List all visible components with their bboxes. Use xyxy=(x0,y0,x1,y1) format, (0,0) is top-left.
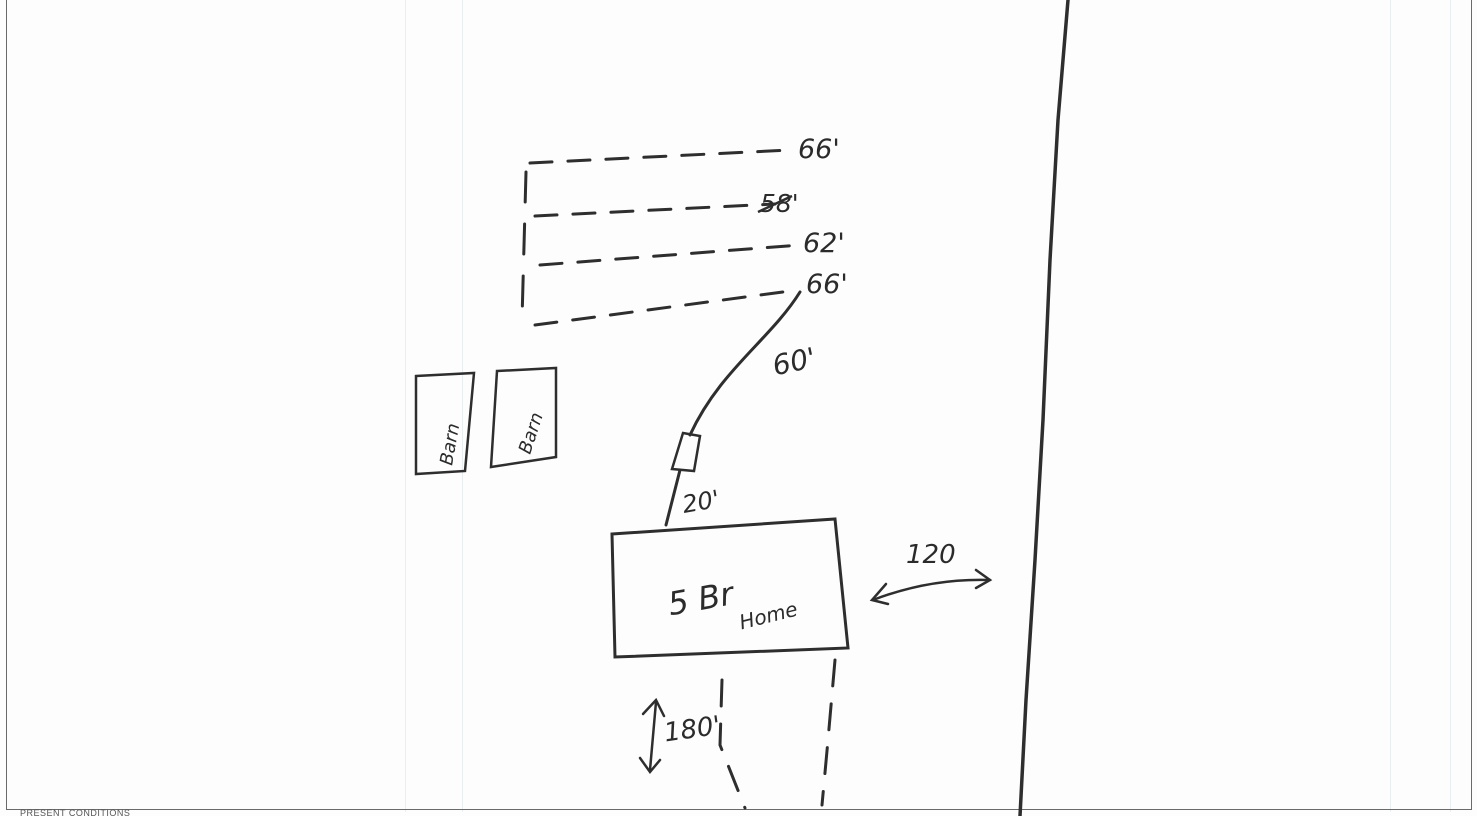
pipe-20 xyxy=(664,468,682,527)
arrow-180-head-down xyxy=(638,756,662,775)
label-home-word: Home xyxy=(737,597,800,635)
scan-guide-line xyxy=(1450,0,1451,812)
arrow-120-line xyxy=(871,578,992,602)
septic-box xyxy=(670,431,702,473)
arrow-180-head-up xyxy=(641,697,666,718)
pipe-60 xyxy=(688,290,802,437)
label-barn-1: Barn xyxy=(436,422,464,467)
arrow-120-head-right xyxy=(974,568,993,590)
scan-guide-line xyxy=(462,0,463,812)
label-pipe-20: 20' xyxy=(680,485,721,519)
leach-line-3 xyxy=(538,243,802,267)
barn-2-outline xyxy=(489,366,558,469)
label-side-distance: 120 xyxy=(906,540,956,570)
driveway-left xyxy=(718,678,747,810)
strike-mark xyxy=(757,194,793,214)
barn-1-outline xyxy=(414,371,476,476)
drawing-border xyxy=(6,0,1472,810)
arrow-120-head-left xyxy=(869,582,890,606)
label-row3: 62' xyxy=(803,228,845,259)
house-outline xyxy=(610,517,850,659)
leach-side xyxy=(520,170,528,322)
footer-caption: PRESENT CONDITIONS xyxy=(20,808,131,816)
label-down-distance: 180' xyxy=(662,711,722,749)
leach-line-2 xyxy=(533,202,777,218)
arrow-180-line xyxy=(648,700,658,772)
label-pipe-60: 60' xyxy=(769,341,818,382)
driveway-right xyxy=(820,658,837,807)
road-line xyxy=(1018,0,1070,816)
scan-guide-line xyxy=(405,0,406,812)
label-row4: 66' xyxy=(806,269,848,300)
leach-line-1 xyxy=(528,148,792,165)
label-home-br: 5 Br xyxy=(665,574,738,623)
label-row2: 58' xyxy=(760,189,799,218)
label-barn-2: Barn xyxy=(515,410,548,457)
label-row1: 66' xyxy=(798,134,840,165)
scan-guide-line xyxy=(1390,0,1391,812)
leach-line-4 xyxy=(533,288,800,327)
